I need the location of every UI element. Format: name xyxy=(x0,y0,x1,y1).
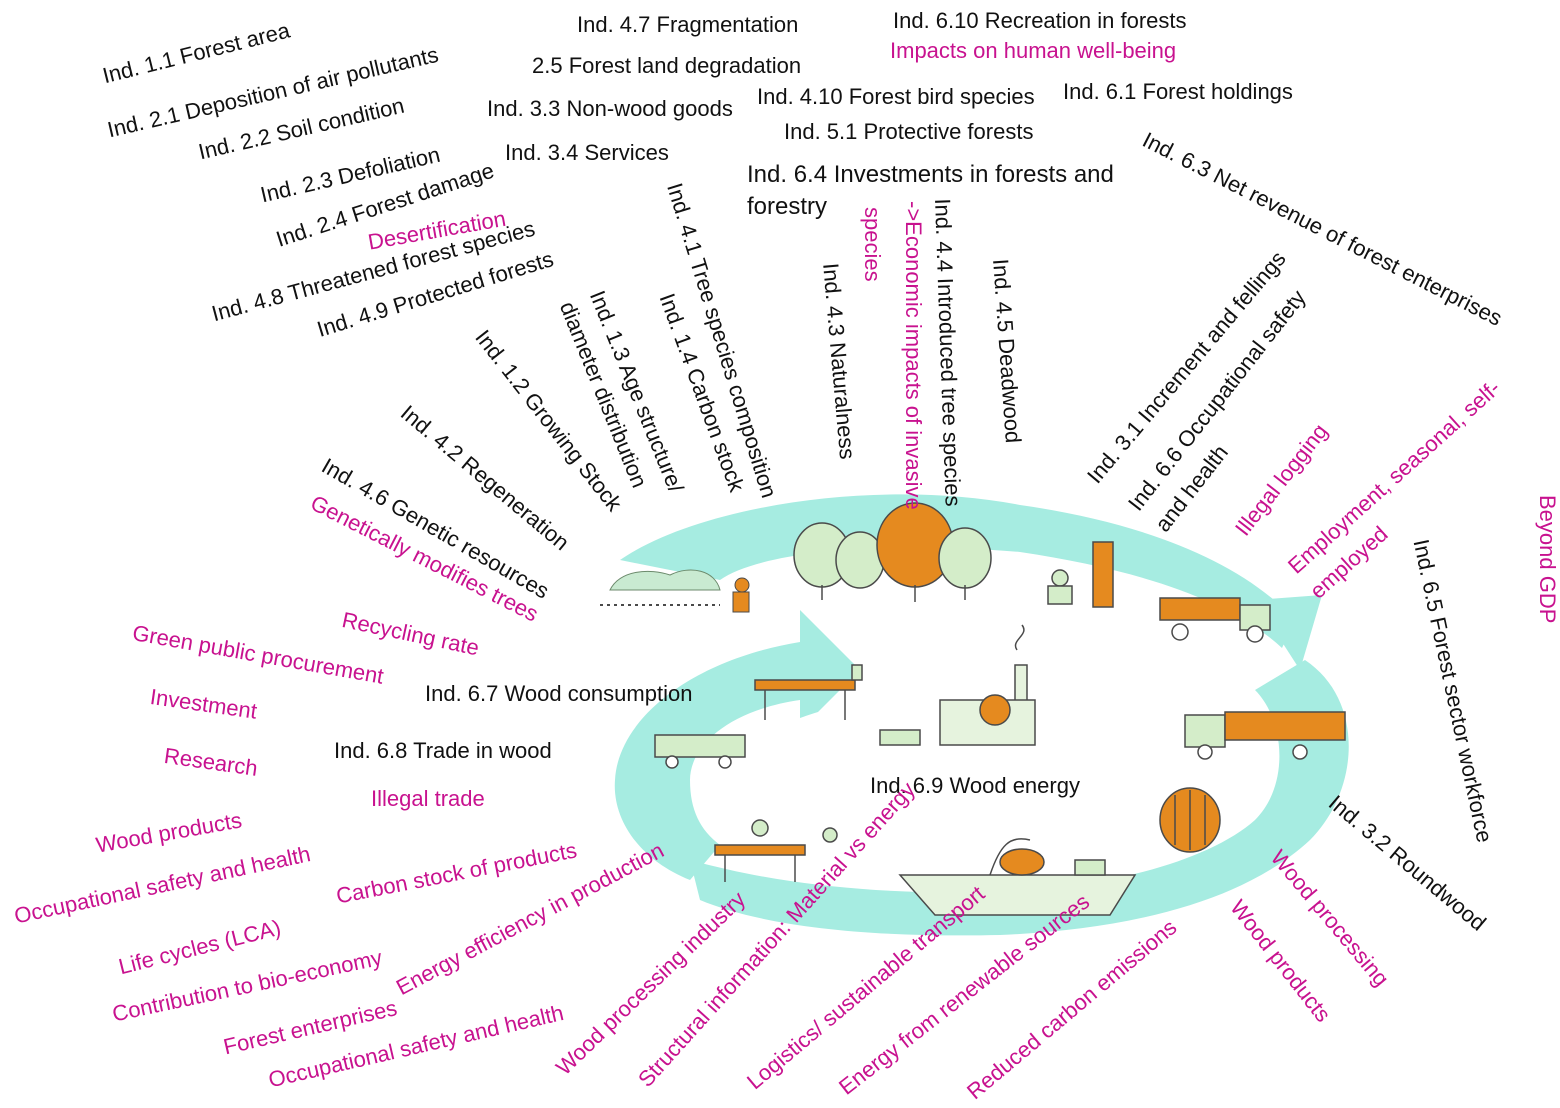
label-ind-6-8: Ind. 6.8 Trade in wood xyxy=(334,738,552,763)
label-ind-2-5: 2.5 Forest land degradation xyxy=(532,53,802,78)
cycle-left-band xyxy=(614,610,860,880)
logger-icon xyxy=(1047,541,1114,608)
cycle-upper-band xyxy=(620,494,1295,648)
label-ind-6-4-line2: forestry xyxy=(747,193,828,220)
cycle-upper-arrowhead xyxy=(1255,595,1322,670)
label-ind-3-3: Ind. 3.3 Non-wood goods xyxy=(487,96,733,121)
table-icon xyxy=(754,664,863,720)
stacked-wood-icon xyxy=(1159,787,1221,853)
timber-truck-icon xyxy=(1184,711,1346,760)
cargo-ship-icon xyxy=(898,838,1137,916)
label-ind-6-10: Ind. 6.10 Recreation in forests xyxy=(893,8,1187,33)
label-ind-6-7: Ind. 6.7 Wood consumption xyxy=(425,681,693,706)
label-ind-6-9: Ind. 6.9 Wood energy xyxy=(870,773,1080,798)
label-invasive-line1: ->Economic impacts of invasive xyxy=(901,201,926,510)
label-ind-4-10: Ind. 4.10 Forest bird species xyxy=(757,84,1035,109)
carpenter-icon xyxy=(714,819,838,882)
forester-icon xyxy=(732,577,750,613)
forest-trees-icon xyxy=(793,502,992,602)
sawmill-factory-icon xyxy=(879,624,1036,746)
van-icon xyxy=(654,734,746,769)
label-ind-6-1: Ind. 6.1 Forest holdings xyxy=(1063,79,1293,104)
label-impacts-wellbeing: Impacts on human well-being xyxy=(890,38,1177,63)
label-beyond-gdp: Beyond GDP xyxy=(1535,495,1560,624)
label-ind-4-7: Ind. 4.7 Fragmentation xyxy=(577,12,799,37)
label-invasive-line2: species xyxy=(860,207,885,282)
label-ind-5-1: Ind. 5.1 Protective forests xyxy=(784,119,1034,144)
cycle-inner-gap xyxy=(750,690,1250,830)
cycle-right-band xyxy=(690,660,1349,936)
label-illegal-trade: Illegal trade xyxy=(371,786,485,811)
label-ind-3-4: Ind. 3.4 Services xyxy=(505,140,669,165)
label-ind-6-4-line1: Ind. 6.4 Investments in forests and xyxy=(747,161,1114,188)
log-truck-icon xyxy=(1159,597,1271,643)
seedlings-icon xyxy=(600,569,721,606)
